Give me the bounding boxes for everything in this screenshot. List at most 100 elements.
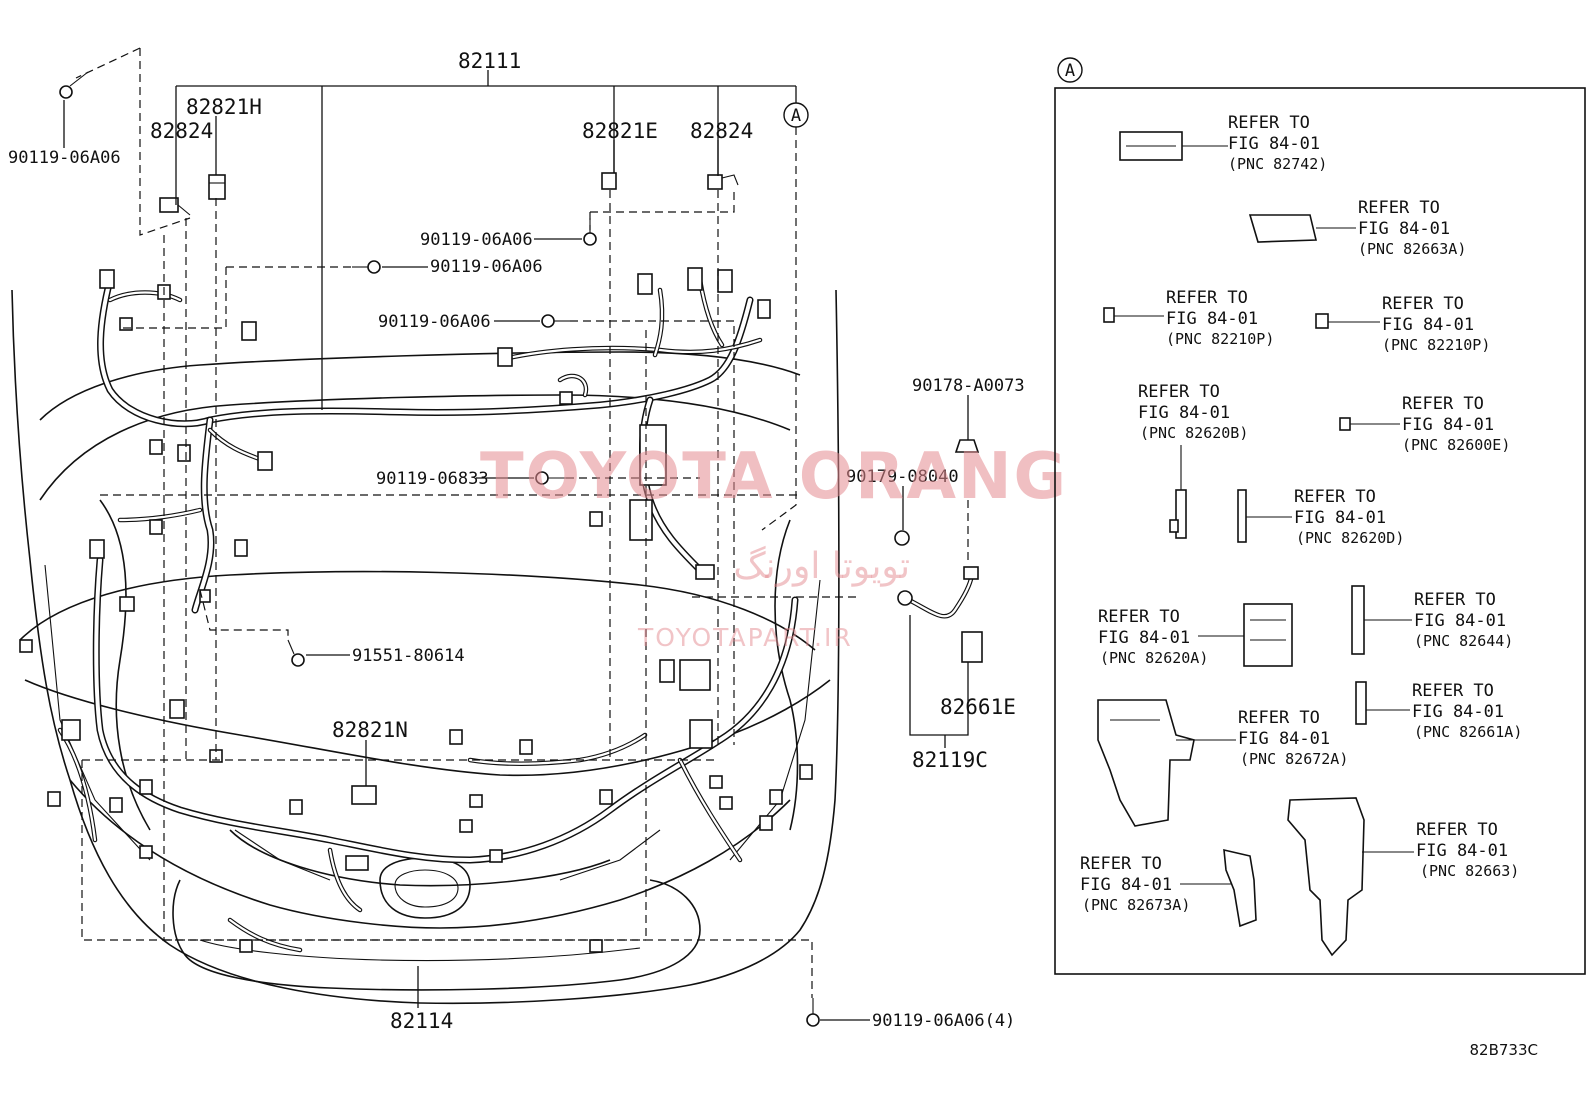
ref-entry-4: REFER TO FIG 84-01 (PNC 82210P) (1382, 294, 1490, 354)
ref-10-pnc: (PNC 82661A) (1414, 723, 1522, 741)
label-bolt-06833: 90119-06833 (376, 469, 489, 489)
ref-entry-5: REFER TO FIG 84-01 (PNC 82620B) (1138, 382, 1248, 442)
ref-82663A-icon (1248, 214, 1356, 243)
ref-3-line2: FIG 84-01 (1166, 309, 1258, 329)
ref-82620B-icon (1169, 445, 1187, 539)
label-bolt-c: 90119-06A06 (378, 312, 491, 332)
label-82119C: 82119C (912, 748, 988, 772)
ref-2-line2: FIG 84-01 (1358, 219, 1450, 239)
label-bolt-b: 90119-06A06 (430, 257, 543, 277)
ref-11-line2: FIG 84-01 (1238, 729, 1330, 749)
label-82111: 82111 (458, 49, 521, 73)
ref-82210P-left-icon (1103, 307, 1164, 323)
ref-entry-1: REFER TO FIG 84-01 (PNC 82742) (1228, 113, 1327, 173)
label-bolt-a: 90119-06A06 (420, 230, 533, 250)
ref-10-line1: REFER TO (1412, 681, 1494, 701)
ref-11-pnc: (PNC 82672A) (1240, 750, 1348, 768)
label-82824-left: 82824 (150, 119, 213, 143)
ref-6-line1: REFER TO (1402, 394, 1484, 414)
ref-82673A-icon (1180, 848, 1257, 928)
ref-4-line2: FIG 84-01 (1382, 315, 1474, 335)
label-91551: 91551-80614 (352, 646, 465, 666)
bolt-topleft-icon (59, 71, 89, 99)
ref-entry-2: REFER TO FIG 84-01 (PNC 82663A) (1358, 198, 1466, 258)
bolt-06833-icon (535, 471, 566, 485)
connector-82821N-icon (351, 785, 377, 805)
ref-7-line2: FIG 84-01 (1294, 508, 1386, 528)
dashed-frames (75, 47, 969, 998)
ref-entry-12: REFER TO FIG 84-01 (PNC 82663) (1416, 820, 1519, 880)
leader-lines (63, 70, 969, 1021)
figure-code: 82B733C (1470, 1041, 1538, 1059)
clip-82824-left-icon (159, 197, 191, 216)
ref-12-line2: FIG 84-01 (1416, 841, 1508, 861)
ref-2-pnc: (PNC 82663A) (1358, 240, 1466, 258)
harness-connectors (19, 267, 813, 953)
label-82821H: 82821H (186, 95, 262, 119)
watermark-persian: تویوتا اورنگ (733, 545, 910, 587)
ref-82663-icon (1287, 797, 1414, 957)
part-number-labels: 82111 82821H 82824 82821E 82824 90119-06… (8, 49, 1025, 1033)
clip-82824-right-icon (707, 174, 739, 190)
label-bolt-bottom: 90119-06A06(4) (872, 1011, 1015, 1031)
ref-3-pnc: (PNC 82210P) (1166, 330, 1274, 348)
ref-entry-7: REFER TO FIG 84-01 (PNC 82620D) (1294, 487, 1404, 547)
ref-3-line1: REFER TO (1166, 288, 1248, 308)
label-82824-right: 82824 (690, 119, 753, 143)
ref-entry-13: REFER TO FIG 84-01 (PNC 82673A) (1080, 854, 1190, 914)
label-82821N: 82821N (332, 718, 408, 742)
ref-82661A-icon (1355, 681, 1410, 725)
ref-11-line1: REFER TO (1238, 708, 1320, 728)
part-icons (59, 71, 983, 1027)
ref-entry-10: REFER TO FIG 84-01 (PNC 82661A) (1412, 681, 1522, 741)
ref-9-pnc: (PNC 82644) (1414, 632, 1513, 650)
ref-8-line2: FIG 84-01 (1098, 628, 1190, 648)
bolt-a-icon (583, 218, 597, 246)
ref-82672A-icon (1097, 699, 1236, 827)
bolt-c-icon (541, 314, 570, 328)
ref-12-line1: REFER TO (1416, 820, 1498, 840)
ref-entry-9: REFER TO FIG 84-01 (PNC 82644) (1414, 590, 1513, 650)
ref-13-line2: FIG 84-01 (1080, 875, 1172, 895)
ref-12-pnc: (PNC 82663) (1420, 862, 1519, 880)
ref-9-line2: FIG 84-01 (1414, 611, 1506, 631)
ref-5-pnc: (PNC 82620B) (1140, 424, 1248, 442)
ref-entry-6: REFER TO FIG 84-01 (PNC 82600E) (1402, 394, 1510, 454)
bolt-b-icon (352, 260, 381, 274)
bolt-90179-icon (894, 530, 910, 546)
ref-82620D-icon (1237, 489, 1292, 543)
connector-82821E-icon (601, 172, 617, 190)
ref-1-line2: FIG 84-01 (1228, 134, 1320, 154)
component-icons (1097, 131, 1414, 957)
callout-marker-a: A (783, 102, 809, 128)
harness-82114 (57, 556, 799, 953)
ref-7-pnc: (PNC 82620D) (1296, 529, 1404, 547)
detail-marker-text: A (1065, 61, 1075, 81)
ref-8-line1: REFER TO (1098, 607, 1180, 627)
bolt-bottom-icon (806, 998, 820, 1027)
ref-1-pnc: (PNC 82742) (1228, 155, 1327, 173)
ref-entry-11: REFER TO FIG 84-01 (PNC 82672A) (1238, 708, 1348, 768)
ref-10-line2: FIG 84-01 (1412, 702, 1504, 722)
label-90178: 90178-A0073 (912, 376, 1025, 396)
ref-5-line2: FIG 84-01 (1138, 403, 1230, 423)
ref-5-line1: REFER TO (1138, 382, 1220, 402)
ref-13-line1: REFER TO (1080, 854, 1162, 874)
ref-8-pnc: (PNC 82620A) (1100, 649, 1208, 667)
ground-wire-82661E-icon (897, 566, 983, 663)
ref-entry-3: REFER TO FIG 84-01 (PNC 82210P) (1166, 288, 1274, 348)
ref-4-line1: REFER TO (1382, 294, 1464, 314)
nut-90178-icon (954, 439, 980, 453)
detail-panel-a: A REFER TO FIG 84-01 (PNC 82742) REFER T… (1054, 57, 1586, 975)
ref-7-line1: REFER TO (1294, 487, 1376, 507)
ref-82644-icon (1351, 585, 1412, 655)
connector-82821H-icon (208, 174, 226, 200)
ref-82620A-icon (1198, 603, 1293, 667)
callout-a-text: A (791, 106, 801, 126)
ref-6-line2: FIG 84-01 (1402, 415, 1494, 435)
ref-4-pnc: (PNC 82210P) (1382, 336, 1490, 354)
watermark-brand: TOYOTA ORANG (480, 440, 1068, 514)
watermark-site: TOYOTAPART.IR (637, 623, 853, 652)
